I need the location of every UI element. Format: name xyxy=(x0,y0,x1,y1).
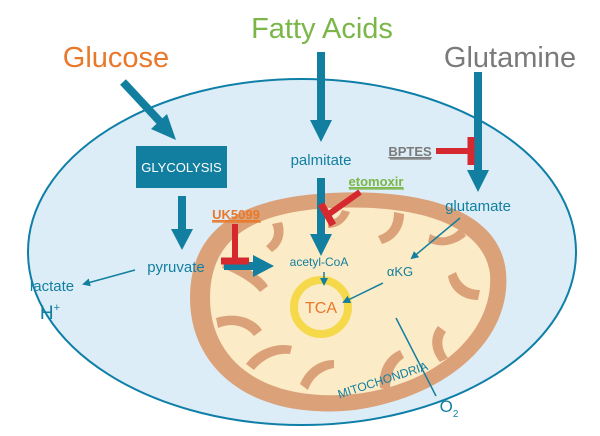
lactate-label: lactate xyxy=(30,278,74,295)
inhibitor-bars xyxy=(221,137,475,265)
arrowhead xyxy=(310,120,332,142)
pyruvate-label: pyruvate xyxy=(147,259,205,276)
uk5099-label: UK5099 xyxy=(212,207,260,222)
thin-arrows xyxy=(82,217,461,397)
etomoxir-inhibition xyxy=(317,189,362,227)
glutamate-label: glutamate xyxy=(445,198,511,215)
o2-label: O2 xyxy=(440,397,459,420)
glutamine-label: Glutamine xyxy=(444,42,576,74)
pathway-arrows xyxy=(120,52,489,277)
bptes-label: BPTES xyxy=(388,144,432,159)
uk5099-inhibition xyxy=(221,224,249,265)
akg-label: αKG xyxy=(387,264,413,279)
h-plus-label: H+ xyxy=(40,302,60,324)
tca-label: TCA xyxy=(305,300,337,317)
glycolysis-label: GLYCOLYSIS xyxy=(141,160,222,175)
glycolysis-box: GLYCOLYSIS xyxy=(136,146,227,188)
glucose-label: Glucose xyxy=(63,42,169,74)
arrowhead xyxy=(467,170,489,192)
arrowhead xyxy=(171,229,193,250)
fatty-acids-label: Fatty Acids xyxy=(251,13,393,45)
bptes-inhibition xyxy=(436,137,475,165)
etomoxir-label: etomoxir xyxy=(349,174,404,189)
arrowhead xyxy=(310,234,332,256)
arrowhead xyxy=(253,255,274,277)
arrowhead xyxy=(151,114,176,140)
palmitate-label: palmitate xyxy=(291,152,352,169)
acetyl-coa-label: acetyl-CoA xyxy=(290,255,349,269)
